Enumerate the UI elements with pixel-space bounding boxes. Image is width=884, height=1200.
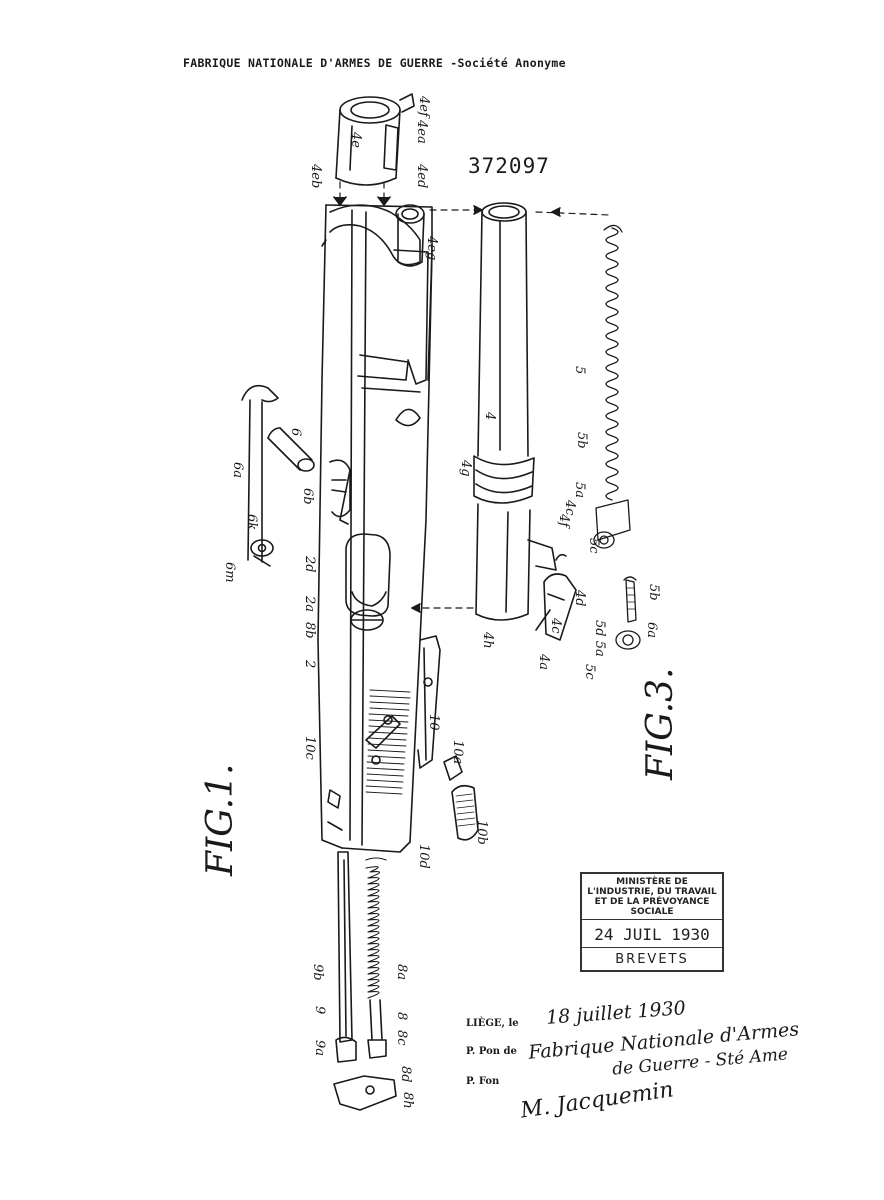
label-6a-fig3: 6a	[644, 622, 659, 638]
label-6: 6	[288, 428, 303, 436]
label-5c: 5c	[586, 538, 601, 554]
label-10: 10	[426, 714, 441, 731]
label-6a: 6a	[230, 462, 245, 478]
label-4ed: 4ed	[414, 163, 429, 188]
label-8d: 8d	[398, 1066, 413, 1083]
label-9b: 9b	[310, 964, 325, 981]
label-8a: 8a	[394, 964, 409, 980]
label-8b: 8b	[302, 622, 317, 639]
stamp-date: 24 JUIL 1930	[582, 920, 722, 948]
part-4e-sleeve	[335, 93, 415, 186]
patent-number: 372097	[468, 154, 550, 178]
label-4e: 4e	[348, 131, 363, 148]
part-10-lever	[417, 635, 479, 841]
label-8c: 8c	[394, 1030, 409, 1046]
label-4ef: 4ef	[416, 95, 431, 119]
label-4f: 4f	[556, 513, 571, 529]
stamp-ministry: MINISTÈRE DE L'INDUSTRIE, DU TRAVAIL ET …	[582, 874, 722, 920]
label-4: 4	[482, 411, 497, 420]
label-5a: 5a	[572, 482, 587, 498]
fig1-receiver	[317, 204, 433, 853]
label-10b: 10b	[474, 820, 489, 845]
applicant-header: FABRIQUE NATIONALE D'ARMES DE GUERRE -So…	[183, 56, 566, 70]
label-10c: 10c	[302, 736, 317, 761]
pon-prefix: P. Pon de	[466, 1046, 517, 1057]
label-4eb: 4eb	[308, 163, 323, 188]
figure-label-fig3: FIG.3.	[640, 668, 681, 781]
place-prefix: LIÈGE, le	[466, 1018, 519, 1029]
label-4g: 4g	[458, 459, 473, 477]
label-4ea: 4ea	[414, 119, 429, 144]
part-8-9	[333, 851, 397, 1111]
label-8: 8	[394, 1012, 409, 1020]
label-6k: 6k	[244, 514, 259, 530]
label-5c-fig3: 5c	[582, 664, 597, 680]
label-5b-fig3: 5b	[646, 584, 661, 601]
figure-label-fig1: FIG.1.	[200, 764, 241, 877]
label-4d: 4d	[572, 589, 587, 607]
part-6-pin	[241, 384, 351, 567]
label-2a: 2a	[302, 595, 317, 612]
label-8h: 8h	[400, 1092, 415, 1109]
label-4c-top: 4c	[562, 499, 577, 516]
label-2d: 2d	[302, 555, 317, 573]
label-4h: 4h	[480, 631, 495, 649]
label-2: 2	[302, 659, 317, 668]
label-10a: 10a	[450, 740, 465, 764]
label-5b: 5b	[574, 432, 589, 449]
label-6b: 6b	[300, 488, 315, 505]
label-4eg: 4eg	[424, 235, 439, 260]
label-9: 9	[312, 1006, 327, 1014]
label-10d: 10d	[416, 844, 431, 869]
label-6m: 6m	[222, 562, 237, 583]
part-labels: 4ef 4e 4ea 4eb 4ed 4eg 4 4g 4c 4f 4d 4c …	[222, 95, 661, 1109]
label-4c: 4c	[548, 617, 563, 634]
fig3-barrel	[473, 202, 577, 641]
fon-prefix: P. Fon	[466, 1076, 500, 1087]
ministry-stamp: MINISTÈRE DE L'INDUSTRIE, DU TRAVAIL ET …	[580, 872, 724, 972]
label-4a: 4a	[536, 653, 551, 670]
label-5d5a: 5d 5a	[592, 620, 607, 657]
fig3-spring	[593, 224, 641, 650]
label-5: 5	[572, 366, 587, 374]
stamp-office: BREVETS	[615, 952, 689, 967]
label-9a: 9a	[312, 1040, 327, 1056]
